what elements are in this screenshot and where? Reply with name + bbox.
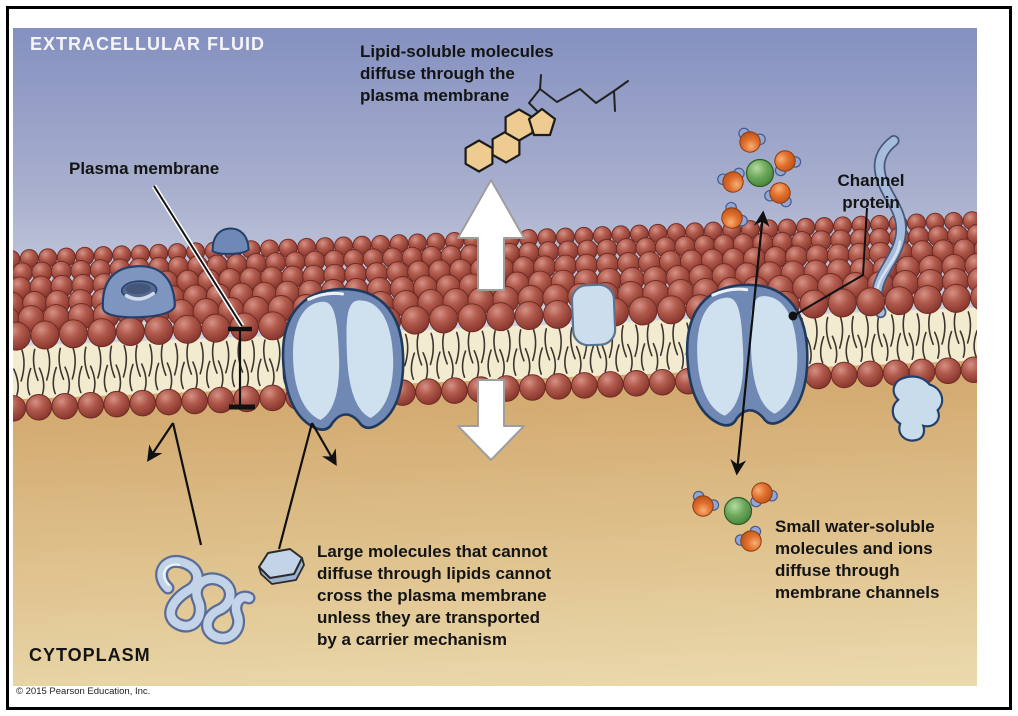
water-molecule-cluster-outside <box>714 126 804 236</box>
membrane-diagram <box>13 28 977 686</box>
lipid-diffusion-arrow-down <box>457 379 525 461</box>
extracellular-fluid-label: EXTRACELLULAR FLUID <box>30 34 265 54</box>
blocked-arrow-left <box>147 422 203 546</box>
channel-protein-pointer <box>788 207 868 321</box>
channel-protein-label: Channel protein <box>837 171 905 212</box>
embedded-protein-small <box>570 283 617 347</box>
cytoplasm-label: CYTOPLASM <box>29 645 151 665</box>
surface-protein-dome <box>101 265 176 319</box>
channel-protein <box>683 280 812 429</box>
phospholipid-bilayer <box>13 135 977 686</box>
channel-diffusion-arrows <box>730 210 770 476</box>
ion <box>723 496 753 526</box>
hexagonal-disc-molecule <box>258 548 305 585</box>
diagram-panel: EXTRACELLULAR FLUID Lipid-soluble molecu… <box>13 28 977 686</box>
steroid-molecule <box>464 74 629 173</box>
blocked-arrow-right <box>277 422 337 550</box>
cytoplasm-background <box>13 345 977 686</box>
water-soluble-callout: Small water-soluble molecules and ions d… <box>775 517 940 602</box>
lipid-diffusion-arrow-up <box>457 179 525 291</box>
ion <box>745 158 775 188</box>
surface-protein-small <box>211 227 250 255</box>
phospholipid-heads-surface <box>13 211 977 333</box>
figure-border <box>6 6 1012 710</box>
large-globular-protein <box>155 554 256 645</box>
large-molecules-callout: Large molecules that cannot diffuse thro… <box>317 542 552 649</box>
carrier-protein <box>278 285 408 433</box>
copyright-notice: © 2015 Pearson Education, Inc. <box>16 686 151 697</box>
peripheral-protein-blob <box>891 375 944 442</box>
membrane-thickness-bracket <box>228 326 255 410</box>
water-molecule-cluster-inside <box>685 478 780 558</box>
lipid-soluble-callout: Lipid-soluble molecules diffuse through … <box>360 42 554 105</box>
plasma-membrane-pointer <box>151 184 245 328</box>
plasma-membrane-label: Plasma membrane <box>69 159 220 178</box>
